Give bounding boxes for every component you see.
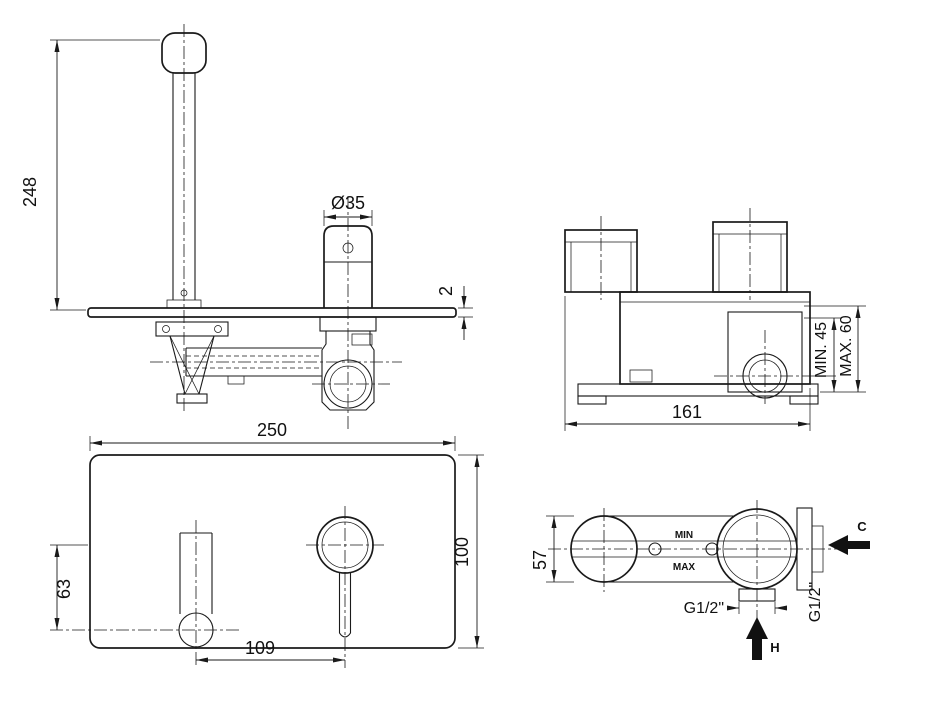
dim-depth-max: MAX. 60 bbox=[838, 315, 855, 376]
flange-bolt bbox=[214, 325, 222, 333]
dim-body-height: 57 bbox=[530, 550, 550, 570]
side-port-stub bbox=[811, 525, 824, 573]
view-body-side: 161 MIN. 45 MAX. 60 bbox=[564, 208, 866, 431]
dim-plate-height: 100 bbox=[452, 537, 472, 567]
view-faucet-side: 248 Ø35 2 bbox=[20, 24, 473, 430]
dim-body-width: 161 bbox=[672, 402, 702, 422]
right-cap-knurl bbox=[712, 221, 788, 235]
spout-outlet bbox=[178, 612, 214, 648]
arm-tab-detail bbox=[227, 375, 245, 385]
dim-plate-thickness: 2 bbox=[436, 286, 456, 296]
dim-plate-width: 250 bbox=[257, 420, 287, 440]
view-body-front: MIN MAX 57 G1/2" G1/2" C H bbox=[530, 500, 870, 660]
label-max: MAX bbox=[673, 562, 696, 573]
dim-depth-min: MIN. 45 bbox=[813, 322, 830, 378]
left-cap-knurl bbox=[564, 229, 638, 243]
thread-side-label: G1/2" bbox=[807, 582, 824, 622]
spout-mount-foot bbox=[176, 393, 208, 404]
label-hot: H bbox=[770, 640, 779, 655]
label-min: MIN bbox=[675, 530, 693, 541]
hot-inlet-arrow bbox=[746, 617, 768, 660]
flange-bolt bbox=[162, 325, 170, 333]
body-detail bbox=[629, 369, 653, 383]
dim-height: 248 bbox=[20, 177, 40, 207]
plate-front bbox=[89, 454, 456, 649]
label-cold: C bbox=[857, 519, 867, 534]
cold-inlet-arrow bbox=[828, 535, 870, 555]
handle-lever-stem bbox=[338, 572, 352, 638]
spout-mount-funnel bbox=[169, 335, 215, 395]
dim-spacing: 109 bbox=[245, 638, 275, 658]
valve-housing bbox=[321, 331, 375, 411]
base-foot-right bbox=[789, 395, 819, 405]
left-port-circle bbox=[570, 515, 638, 583]
funnel-brace bbox=[169, 335, 200, 395]
screw-hole bbox=[648, 542, 662, 556]
thread-bottom-label: G1/2" bbox=[684, 600, 724, 617]
dim-spout-offset: 63 bbox=[54, 579, 74, 599]
plate-side bbox=[87, 307, 457, 318]
handle-escutcheon bbox=[319, 316, 377, 332]
spout-screw bbox=[180, 289, 188, 297]
funnel-brace bbox=[184, 335, 215, 395]
valve-front-inner bbox=[722, 514, 792, 584]
bottom-port-stub bbox=[738, 588, 776, 602]
screw-hole bbox=[705, 542, 719, 556]
spout-aerator-head bbox=[161, 32, 207, 74]
base-foot-left bbox=[577, 395, 607, 405]
spout-mount-flange bbox=[155, 321, 229, 337]
view-plate-front: 250 100 63 109 bbox=[50, 420, 484, 668]
base-plate bbox=[577, 383, 819, 397]
valve-hatch-detail bbox=[351, 333, 373, 346]
